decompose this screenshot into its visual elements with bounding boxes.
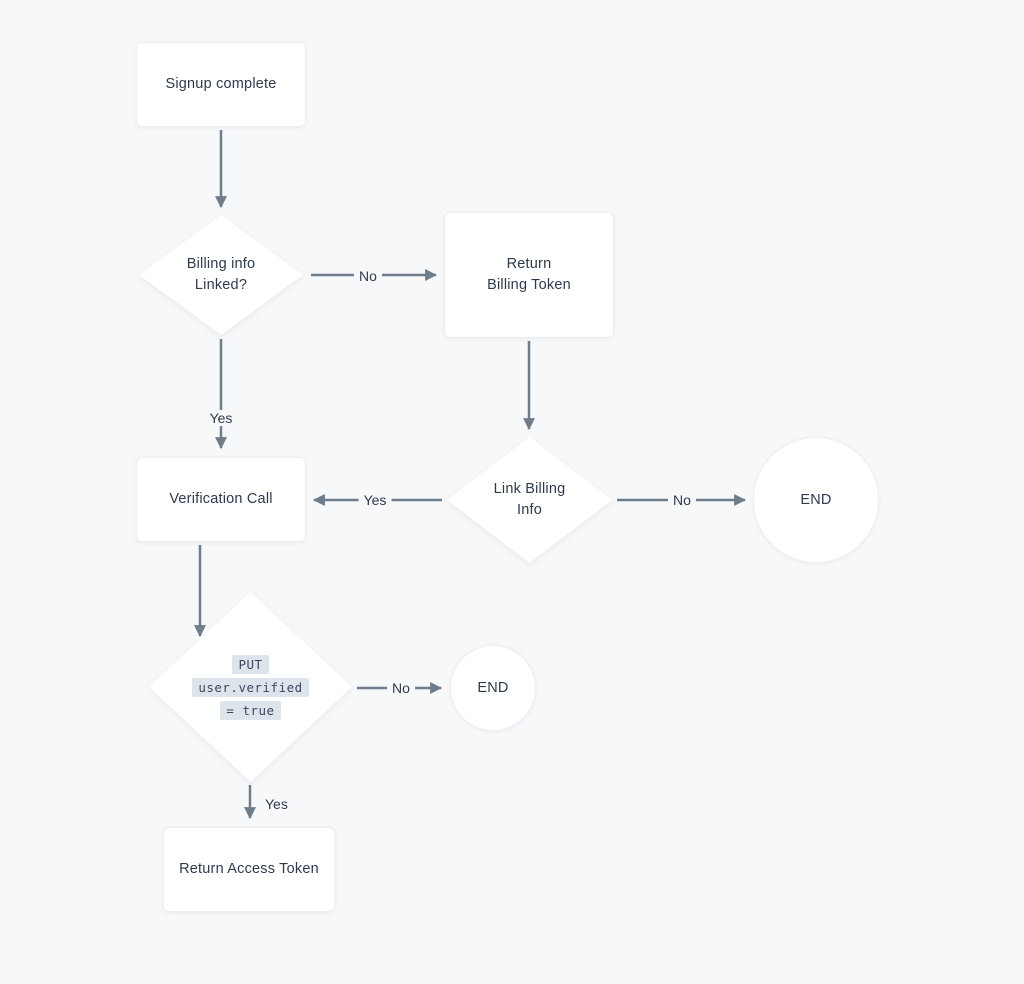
code-chip: = true: [220, 700, 281, 720]
decision-shape: Link Billing Info: [447, 437, 612, 563]
node-verification-call: Verification Call: [136, 457, 306, 542]
edge-label-put-verified-yes: Yes: [265, 796, 288, 812]
node-signup-complete: Signup complete: [136, 42, 306, 127]
node-billing-info-linked: Billing info Linked?: [139, 215, 303, 335]
code-chip: user.verified: [192, 677, 309, 697]
node-return-billing-token: Return Billing Token: [444, 212, 614, 338]
node-return-access-token: Return Access Token: [163, 827, 335, 912]
node-label: Return Access Token: [179, 861, 319, 877]
node-label: Return Billing Token: [487, 256, 571, 293]
node-label: END: [800, 491, 832, 508]
node-label: Signup complete: [165, 76, 277, 92]
edge-label-billing-linked-yes: Yes: [204, 410, 238, 426]
edge-label-link-billing-no: No: [668, 492, 696, 508]
edge-label-link-billing-yes: Yes: [358, 492, 392, 508]
decision-shape: Billing info Linked?: [139, 215, 303, 335]
node-end-put-verified: END: [450, 645, 536, 731]
node-end-link-billing: END: [753, 437, 879, 563]
node-label: Link Billing Info: [493, 481, 566, 518]
node-label: Verification Call: [169, 491, 273, 507]
node-label: END: [477, 679, 509, 696]
code-chip: PUT: [232, 654, 269, 674]
node-link-billing-info: Link Billing Info: [447, 437, 612, 563]
node-put-user-verified: PUT user.verified = true: [149, 592, 352, 782]
node-label: Billing info Linked?: [186, 256, 256, 293]
decision-shape: PUT user.verified = true: [149, 592, 352, 782]
edge-label-put-verified-no: No: [387, 680, 415, 696]
edge-label-billing-linked-no: No: [354, 268, 382, 284]
